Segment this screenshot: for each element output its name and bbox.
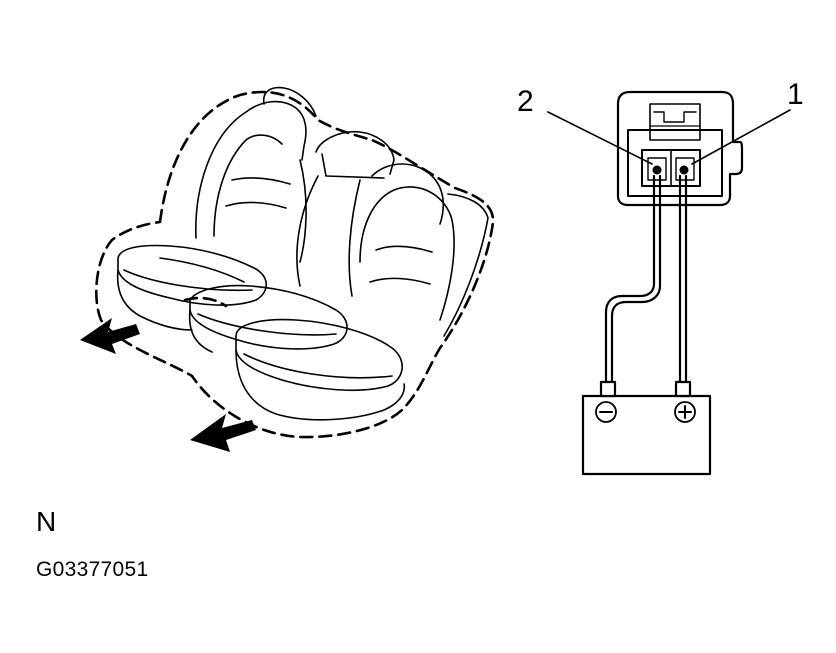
battery [581,380,712,476]
terminal-1-pin [679,165,689,175]
connector-terminals [652,165,689,175]
figure-code: G03377051 [36,558,149,581]
test-leads [604,174,688,386]
positive-terminal-symbol [674,401,696,423]
left-backrest [195,86,317,263]
rear-seat-illustration [80,86,495,452]
callout-leaders [547,109,791,165]
negative-terminal-symbol [595,401,617,423]
right-backrest [359,163,489,337]
seat-cushions [116,244,406,421]
center-backrest [296,130,395,297]
view-letter: N [36,506,57,537]
lead-negative [604,174,656,386]
connector-test-circuit: 2 1 [517,78,804,476]
callout-2: 2 [517,85,534,118]
heater-connector [616,90,744,207]
seat-pointer-arrows [80,318,256,452]
callout-1: 1 [787,78,804,111]
terminal-2-pin [652,165,662,175]
arrow-lower [190,414,256,452]
arrow-upper [80,318,140,354]
seat-heater-dashed-outline [95,90,495,439]
